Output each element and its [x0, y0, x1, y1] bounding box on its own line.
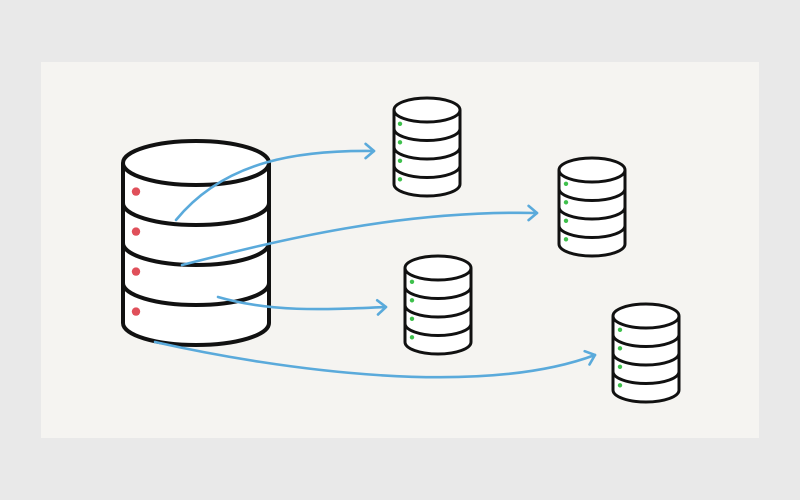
- target-database-2-shard-2-indicator: [563, 200, 569, 205]
- target-database-2-body: [557, 156, 627, 258]
- target-database-4-shard-1-indicator: [617, 327, 623, 332]
- target-database-4-divider: [611, 334, 681, 348]
- source-database-shard-4-indicator: [131, 307, 141, 316]
- arrow-line: [174, 149, 376, 222]
- target-database-4-divider: [611, 371, 681, 385]
- source-database-body: [121, 139, 271, 347]
- target-database-4-shard-4-indicator: [617, 383, 623, 388]
- target-database-3-shard-1-indicator: [409, 279, 415, 284]
- target-database-4-shard-3-indicator: [617, 364, 623, 369]
- arrowhead: [364, 142, 376, 160]
- target-database-2-top-rim: [557, 169, 627, 184]
- arrow-line: [180, 211, 539, 267]
- target-database-2-divider: [557, 206, 627, 221]
- target-database-4-shard-2-indicator: [617, 346, 623, 351]
- target-database-1-shard-2-indicator: [397, 140, 403, 145]
- target-database-3-body: [403, 254, 473, 356]
- target-database-1-divider: [392, 128, 462, 142]
- target-database-1-shard-3-indicator: [397, 158, 403, 163]
- database-icon: [403, 254, 473, 356]
- database-icon: [121, 139, 271, 347]
- target-database-3-top-rim: [403, 267, 473, 282]
- target-database-3-divider: [403, 304, 473, 319]
- target-database-1-shard-1-indicator: [397, 121, 403, 126]
- arrow-icon: [153, 340, 597, 379]
- target-database-4-top-rim: [611, 315, 681, 330]
- arrow-icon: [180, 204, 539, 267]
- arrow-line: [216, 295, 388, 311]
- source-database-divider: [121, 282, 271, 307]
- target-database-1-divider: [392, 165, 462, 179]
- source-database-shard-2-indicator: [131, 227, 141, 236]
- target-database-2-divider: [557, 188, 627, 202]
- arrowhead: [527, 204, 539, 222]
- database-icon: [557, 156, 627, 258]
- target-database-4-body: [611, 302, 681, 404]
- database-layer: [121, 96, 681, 404]
- target-database-1-divider: [392, 146, 462, 161]
- source-database-divider: [121, 202, 271, 227]
- target-database-3-shard-4-indicator: [409, 335, 415, 340]
- source-database-shard-1-indicator: [131, 187, 141, 196]
- target-database-3-divider: [403, 323, 473, 337]
- target-database-1-shard-4-indicator: [397, 177, 403, 182]
- target-database-2-shard-4-indicator: [563, 237, 569, 242]
- source-database-top-rim: [121, 162, 271, 187]
- target-database-1-top-rim: [392, 109, 462, 124]
- target-database-3-shard-2-indicator: [409, 298, 415, 303]
- target-database-2-shard-3-indicator: [563, 218, 569, 223]
- arrowhead: [375, 299, 388, 316]
- target-database-1-body: [392, 96, 462, 198]
- database-icon: [392, 96, 462, 198]
- arrow-line: [153, 340, 597, 379]
- target-database-3-shard-3-indicator: [409, 316, 415, 321]
- target-database-4-divider: [611, 352, 681, 367]
- target-database-2-shard-1-indicator: [563, 181, 569, 186]
- arrow-icon: [174, 142, 376, 222]
- arrow-icon: [216, 295, 388, 316]
- database-icon: [611, 302, 681, 404]
- arrow-layer: [153, 142, 597, 379]
- source-database-divider: [121, 242, 271, 267]
- target-database-2-divider: [557, 225, 627, 239]
- arrowhead: [583, 349, 597, 366]
- source-database-shard-3-indicator: [131, 267, 141, 276]
- target-database-3-divider: [403, 286, 473, 300]
